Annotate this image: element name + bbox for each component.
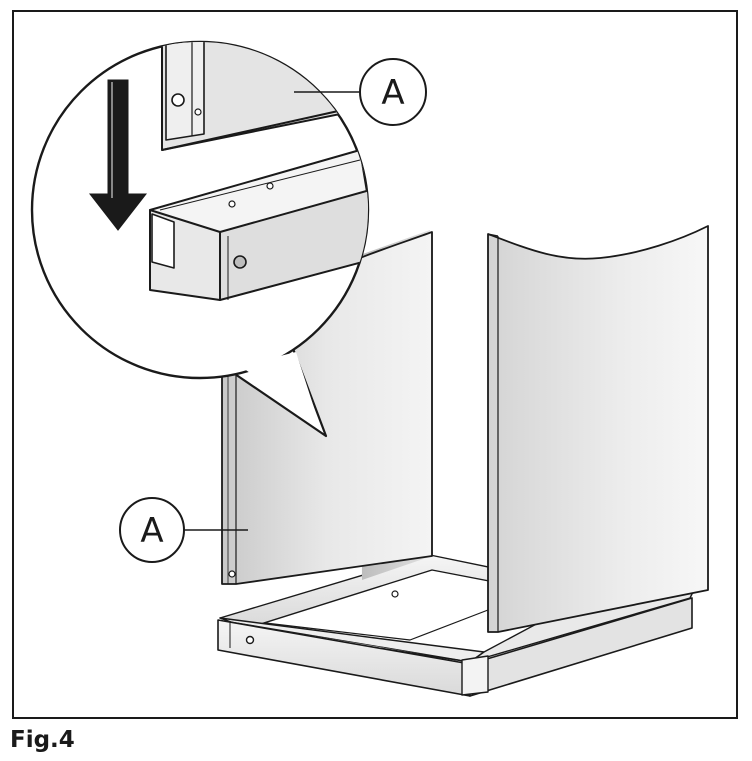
zoom-detail-bubble <box>30 40 370 438</box>
down-arrow-icon <box>88 79 148 231</box>
callout-label-bottom: A <box>140 511 163 551</box>
callout-label-top: A <box>381 73 404 113</box>
cabinet-assembly <box>217 225 709 697</box>
side-panel-right <box>487 225 709 633</box>
callout-A-top: A <box>294 58 427 126</box>
callout-A-bottom: A <box>119 497 248 563</box>
figure-caption: Fig.4 <box>10 727 75 753</box>
side-panel-left <box>221 231 433 585</box>
base-frame <box>217 554 695 697</box>
